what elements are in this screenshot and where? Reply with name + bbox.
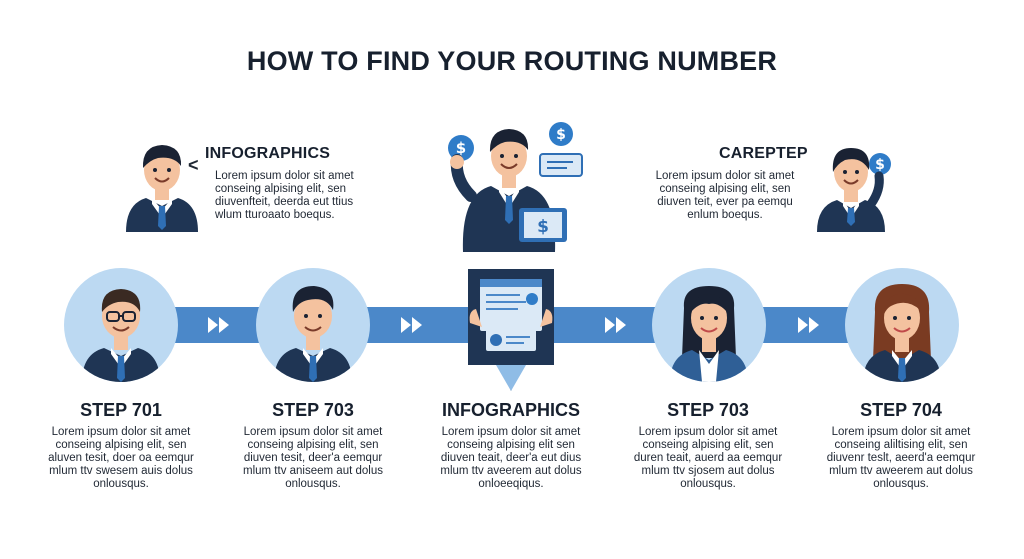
- step-5-avatar: [845, 268, 959, 382]
- double-arrow-icon: [798, 317, 819, 333]
- svg-text:$: $: [456, 139, 466, 157]
- chevron-left-icon: <: [188, 155, 199, 175]
- step-2-avatar: [256, 268, 370, 382]
- step-4-avatar: [652, 268, 766, 382]
- step-4-heading: STEP 703: [667, 400, 749, 420]
- man-glasses-icon: [82, 289, 160, 382]
- step-3-heading: INFOGRAPHICS: [441, 400, 580, 420]
- step-2-heading: STEP 703: [272, 400, 354, 420]
- svg-text:$: $: [556, 127, 566, 143]
- step-5-heading: STEP 704: [860, 400, 942, 420]
- woman-icon: [670, 286, 748, 382]
- man-icon: [274, 286, 352, 382]
- svg-text:$: $: [537, 217, 549, 237]
- businessman-icon: [126, 145, 198, 232]
- woman-brown-hair-icon: [863, 284, 941, 382]
- double-arrow-icon: [401, 317, 422, 333]
- businesswoman-icon: $: [817, 148, 891, 232]
- step-1-heading: STEP 701: [80, 400, 162, 420]
- page-title: HOW TO FIND YOUR ROUTING NUMBER: [246, 46, 778, 76]
- top-left-heading: INFOGRAPHICS: [205, 145, 331, 162]
- double-arrow-icon: [208, 317, 229, 333]
- double-arrow-icon: [605, 317, 626, 333]
- banker-icon: $ $ $: [448, 122, 583, 252]
- top-right-heading: CAREPTEP: [719, 145, 808, 162]
- step-1-avatar: [64, 268, 178, 382]
- svg-text:$: $: [875, 157, 885, 173]
- document-card-icon: [468, 269, 554, 391]
